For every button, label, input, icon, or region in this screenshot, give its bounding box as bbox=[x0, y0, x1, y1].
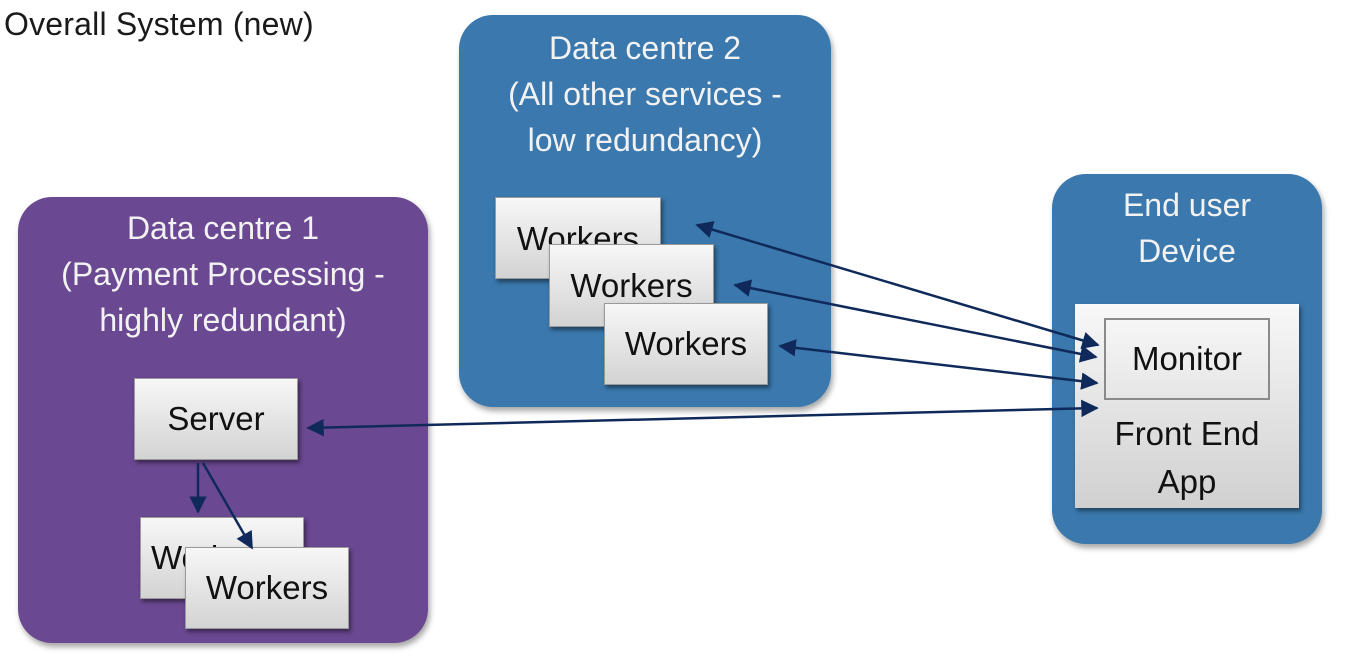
label-line: Front End bbox=[1114, 415, 1260, 452]
label-line: App bbox=[1157, 463, 1217, 500]
front-end-app-label: Front End App bbox=[1075, 410, 1299, 506]
arrow-server-front-end bbox=[306, 399, 1099, 437]
label-line: (All other services - bbox=[508, 76, 782, 112]
monitor-label: Monitor bbox=[1131, 340, 1243, 377]
front-end-app-box[interactable]: Monitor Front End App bbox=[1075, 304, 1299, 508]
server-box[interactable]: Server bbox=[134, 378, 298, 460]
monitor-box[interactable]: Monitor bbox=[1104, 318, 1270, 400]
label-line: highly redundant) bbox=[99, 302, 347, 338]
label-line: Device bbox=[1138, 233, 1236, 269]
label-line: End user bbox=[1122, 187, 1252, 223]
arrow-server-dc1-workers-2 bbox=[201, 462, 254, 550]
diagram-title: Overall System (new) bbox=[4, 6, 314, 42]
label-line: Data centre 1 bbox=[126, 210, 320, 246]
label-line: (Payment Processing - bbox=[61, 256, 385, 292]
end-user-device-label: End user Device bbox=[1052, 182, 1322, 274]
data-centre-2-region: Data centre 2 (All other services - low … bbox=[459, 15, 831, 407]
data-centre-1-label: Data centre 1 (Payment Processing - high… bbox=[18, 205, 428, 343]
arrow-dc2-workers-3-monitor bbox=[778, 339, 1099, 390]
dc1-workers-2[interactable]: Workers bbox=[185, 547, 349, 629]
arrow-dc2-workers-1-monitor bbox=[695, 221, 1100, 349]
server-label: Server bbox=[167, 400, 265, 437]
label-line: Data centre 2 bbox=[548, 30, 742, 66]
label-line: low redundancy) bbox=[527, 122, 763, 158]
workers-label: Workers bbox=[570, 266, 693, 304]
workers-label: Workers bbox=[205, 569, 329, 606]
data-centre-2-label: Data centre 2 (All other services - low … bbox=[459, 25, 831, 163]
